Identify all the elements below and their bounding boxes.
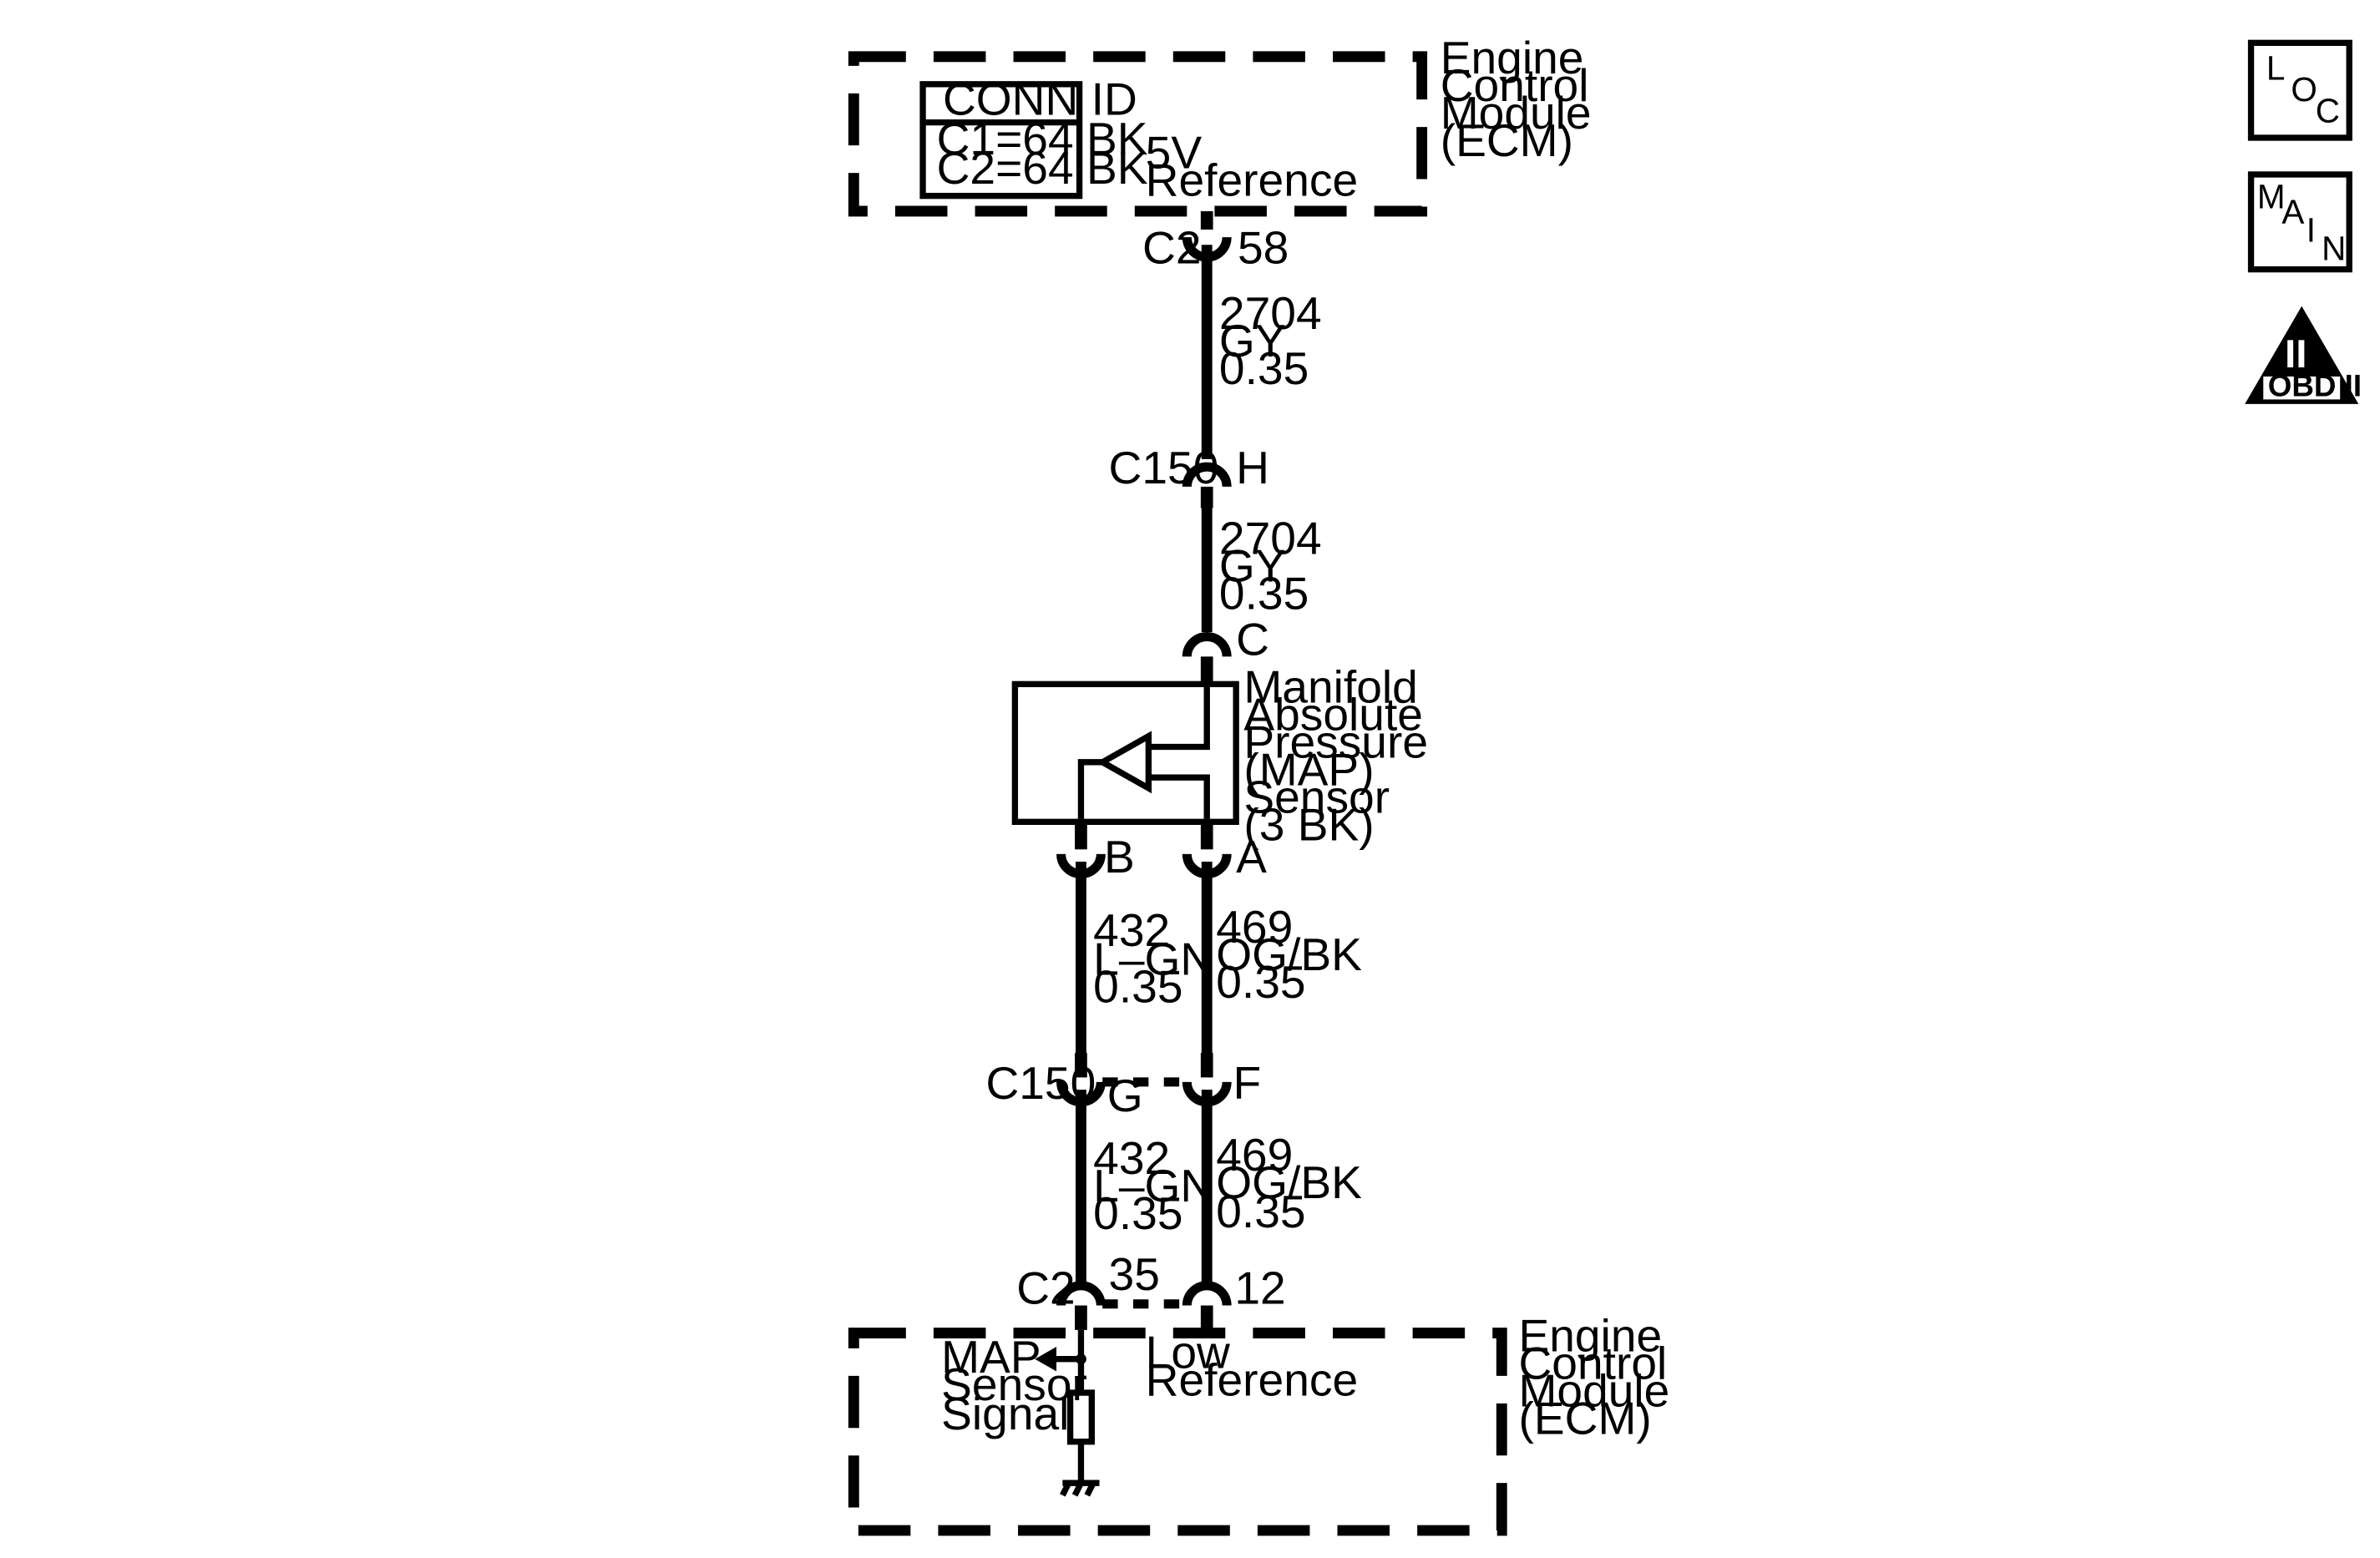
connector-c2-lower-name: C2 [1016,1262,1075,1314]
obd-ii-label: OBD II [2268,369,2362,403]
amplifier-symbol [1096,731,1152,794]
ecm-bottom-title-2: Control [1518,1338,1667,1389]
connector-c150-g: C150 G [985,1053,1143,1121]
wire-432-upper-color: L–GN [1093,933,1213,985]
wire-432-upper-circuit: 432 [1093,904,1170,956]
connector-h-pin: H [1236,442,1269,493]
map-sensor-title-2: Absolute [1243,688,1423,740]
map-signal-label-2: Sensor [941,1358,1087,1410]
map-sensor-title-6: (3 BK) [1243,798,1374,850]
connector-12-pin: 12 [1234,1262,1285,1314]
map-connector-a: A [1182,822,1267,883]
wire-432-lower-circuit: 432 [1093,1132,1170,1184]
ecm-bottom-title-4: (ECM) [1518,1393,1651,1444]
main-button[interactable]: M A I N [2247,171,2352,273]
map-connector-b: B [1056,822,1135,883]
map-signal-label-1: MAP [941,1331,1041,1383]
map-sensor-title-3: Pressure [1243,716,1428,767]
loc-letter-o: O [2291,70,2317,109]
map-signal-label-3: Signal [941,1388,1069,1439]
ecm-top-title-3: Module [1441,87,1592,139]
low-ref-label-1: Low [1146,1327,1230,1378]
loc-button[interactable]: L O C [2247,39,2352,141]
connector-c2-name: C2 [1142,221,1201,273]
wire-2704-upper-size: 0.35 [1219,342,1309,394]
main-letter-a: A [2281,193,2304,231]
connector-f-pin: F [1233,1057,1261,1109]
ecm-top-boundary [848,51,1428,217]
ground-icon [1060,1480,1100,1497]
wire-2704-lower-size: 0.35 [1219,568,1309,620]
map-pin-c: C [1236,614,1269,665]
wire-432-lower-color: L–GN [1093,1160,1213,1211]
map-pin-b: B [1104,831,1135,883]
ref-5v-label-2: Reference [1146,154,1358,206]
ecm-bottom-title-1: Engine [1518,1310,1662,1362]
low-ref-label-2: Reference [1146,1354,1358,1406]
ecm-top-title-1: Engine [1441,32,1584,83]
map-sensor-body [1011,680,1239,825]
connector-c2-12: 12 [1182,1262,1286,1330]
wire-469-upper-size: 0.35 [1216,956,1305,1008]
wire-469-lower-circuit: 469 [1216,1129,1293,1181]
ecm-top: Engine Control Module (ECM) CONN ID C1=6… [848,32,1592,217]
obd-ii-numeral: II [2285,332,2307,377]
wire-469-upper-color: OG/BK [1216,928,1362,980]
conn-id-table: CONN ID C1=64 BK C2=64 BK [919,73,1148,200]
signal-arrow [1035,1347,1057,1372]
connector-g-pin: G [1107,1070,1143,1121]
wire-469-lower-color: OG/BK [1216,1156,1362,1208]
connector-58-pin: 58 [1238,221,1289,273]
ecm-top-title-2: Control [1441,59,1589,111]
ecm-bottom: Engine Control Module (ECM) MAP Sensor S… [848,1310,1669,1536]
connector-c2-35: C2 35 [1016,1248,1160,1330]
wire-2704-upper-color: GY [1219,315,1286,367]
connector-35-pin: 35 [1109,1248,1160,1300]
map-sensor-title-4: (MAP) [1243,743,1374,795]
wire-469-lower-size: 0.35 [1216,1186,1305,1237]
obd-ii-button[interactable]: II OBD II [2245,306,2362,404]
connector-c150-h: C150 H [1109,442,1269,508]
connector-c150-f: F [1182,1053,1261,1109]
connector-c2-58: C2 58 [1142,210,1289,273]
map-connector-c: C [1182,614,1269,685]
main-letter-i: I [2307,211,2316,250]
wire-432-upper-size: 0.35 [1093,961,1182,1013]
ecm-bottom-title-3: Module [1518,1365,1669,1417]
loc-letter-l: L [2266,48,2286,87]
main-letter-n: N [2322,230,2346,268]
wire-2704-upper-circuit: 2704 [1219,287,1322,339]
map-sensor-title-5: Sensor [1243,771,1390,822]
ecm-bottom-boundary [848,1328,1507,1536]
main-letter-m: M [2257,177,2286,215]
wire-432-lower-size: 0.35 [1093,1187,1182,1239]
ecm-top-title-4: (ECM) [1441,114,1573,166]
map-pin-a: A [1236,831,1267,883]
wire-2704-lower-circuit: 2704 [1219,513,1322,564]
wire-2704-lower-color: GY [1219,540,1286,592]
conn-id-row-2: C2=64 BK [937,142,1148,194]
ref-5v-label-1: 5V [1146,127,1203,179]
wire-469-upper-circuit: 469 [1216,901,1293,953]
conn-id-row-1: C1=64 BK [937,113,1148,164]
loc-letter-c: C [2316,92,2340,130]
conn-id-header: CONN ID [943,73,1137,125]
map-sensor: Manifold Absolute Pressure (MAP) Sensor … [1011,660,1428,850]
connector-c150-name: C150 [1109,442,1219,493]
map-sensor-title-1: Manifold [1243,660,1417,712]
